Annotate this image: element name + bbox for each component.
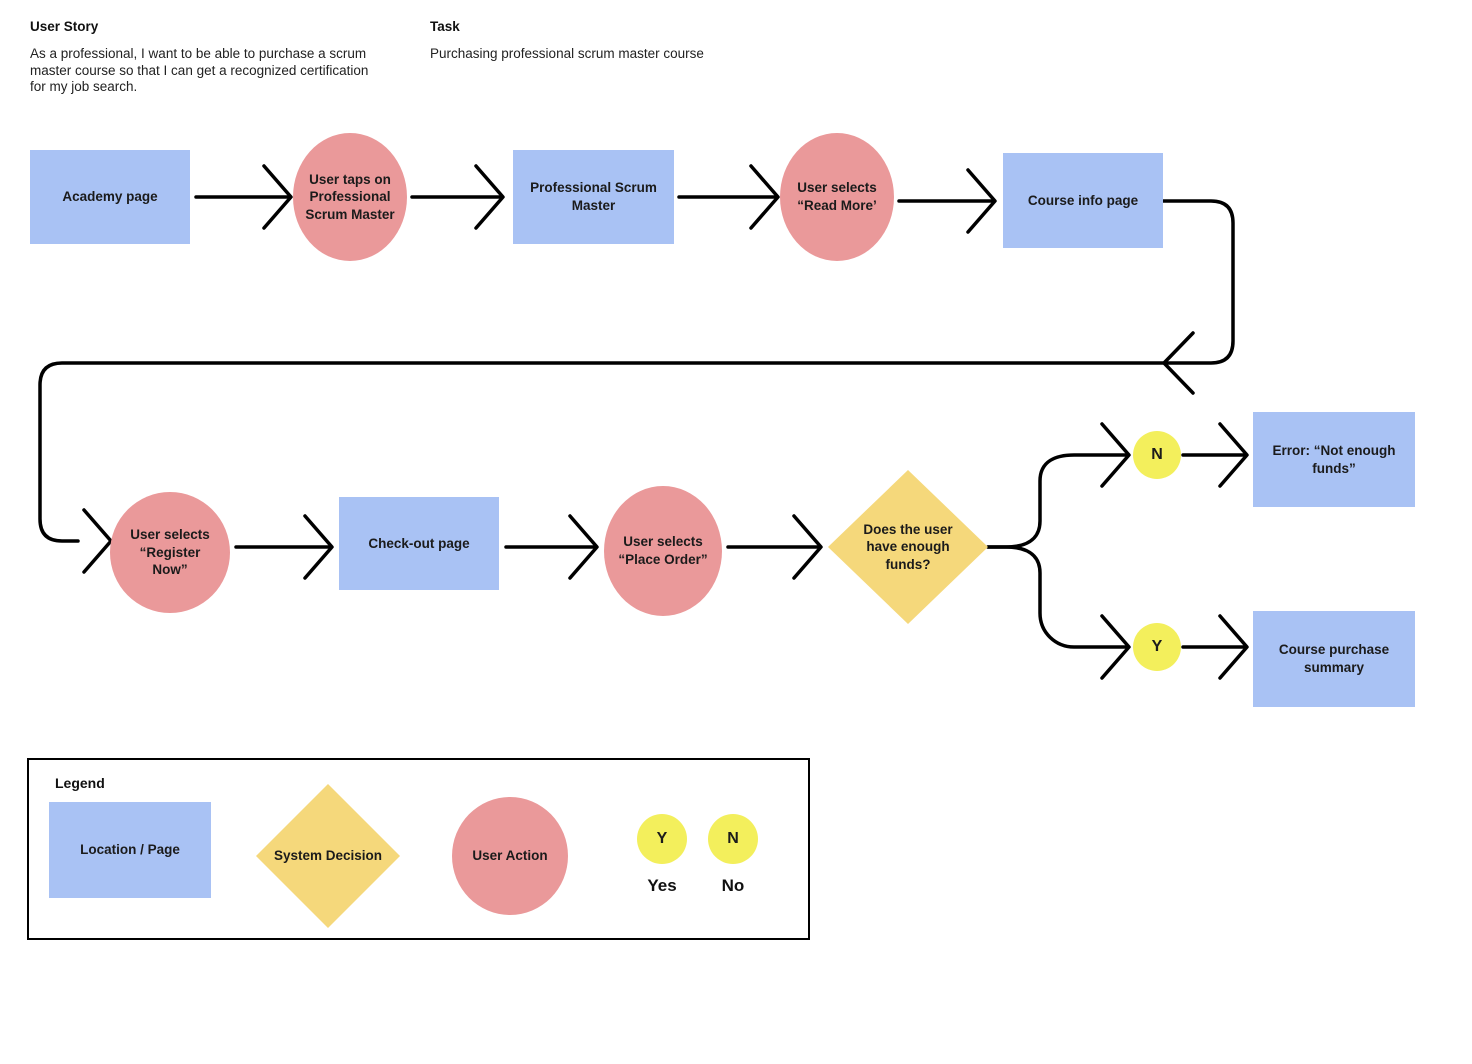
node-label: Course purchase summary xyxy=(1278,642,1390,675)
node-user-selects-place-order[interactable]: User selects “Place Order” xyxy=(604,486,722,616)
legend-location-page[interactable]: Location / Page xyxy=(49,802,211,898)
arrow-readmore-to-courseinfo xyxy=(897,168,997,234)
node-label: User taps on Professional Scrum Master xyxy=(305,171,395,222)
legend-yes-label: Yes xyxy=(647,876,677,895)
legend-shape-label: System Decision xyxy=(273,848,383,864)
arrow-checkout-to-placeorder xyxy=(504,514,599,580)
arrow-tap-to-psm xyxy=(410,164,505,230)
legend-user-action[interactable]: User Action xyxy=(452,797,568,915)
branch-decision-to-yes xyxy=(986,545,1131,680)
node-label: N xyxy=(1151,445,1163,463)
legend-n-marker[interactable]: N xyxy=(708,814,758,864)
arrow-register-to-checkout xyxy=(234,514,334,580)
arrow-no-to-error xyxy=(1181,422,1249,488)
node-label: Academy page xyxy=(62,189,158,205)
legend-title: Legend xyxy=(55,775,105,791)
node-label: Course info page xyxy=(1027,192,1139,208)
legend-y-marker[interactable]: Y xyxy=(637,814,687,864)
node-label: Does the user have enough funds? xyxy=(863,521,953,572)
node-user-taps-psm[interactable]: User taps on Professional Scrum Master xyxy=(293,133,407,261)
node-checkout-page[interactable]: Check-out page xyxy=(339,497,499,590)
node-user-selects-read-more[interactable]: User selects “Read More’ xyxy=(780,133,894,261)
legend-no-label: No xyxy=(721,876,745,895)
node-branch-yes[interactable]: Y xyxy=(1133,623,1181,671)
node-academy-page[interactable]: Academy page xyxy=(30,150,190,244)
legend-shape-label: Y xyxy=(656,829,668,847)
branch-decision-to-no xyxy=(986,422,1131,549)
node-label: Check-out page xyxy=(368,535,470,551)
task-text: Purchasing professional scrum master cou… xyxy=(430,46,704,61)
arrow-placeorder-to-decision xyxy=(726,514,823,580)
legend-shape-label: User Action xyxy=(472,848,548,864)
node-course-purchase-summary[interactable]: Course purchase summary xyxy=(1253,611,1415,707)
user-story-title: User Story xyxy=(30,19,99,34)
arrow-yes-to-summary xyxy=(1181,614,1249,680)
user-story-text: As a professional, I want to be able to … xyxy=(30,46,369,95)
node-label: User selects “Register Now” xyxy=(130,527,210,578)
node-professional-scrum-master[interactable]: Professional Scrum Master xyxy=(513,150,674,244)
node-label: User selects “Read More’ xyxy=(797,180,877,213)
node-label: Error: “Not enough funds” xyxy=(1272,442,1396,476)
node-branch-no[interactable]: N xyxy=(1133,431,1181,479)
node-label: Professional Scrum Master xyxy=(530,180,657,213)
arrow-psm-to-readmore xyxy=(677,164,780,230)
legend-shape-label: N xyxy=(727,829,739,847)
arrow-academy-to-tap xyxy=(194,164,293,230)
task-title: Task xyxy=(430,19,460,34)
node-error-not-enough-funds[interactable]: Error: “Not enough funds” xyxy=(1253,412,1415,507)
legend-shape-label: Location / Page xyxy=(80,842,180,858)
node-user-selects-register-now[interactable]: User selects “Register Now” xyxy=(110,492,230,613)
node-label: Y xyxy=(1151,637,1163,655)
node-course-info-page[interactable]: Course info page xyxy=(1003,153,1163,248)
node-label: User selects “Place Order” xyxy=(618,534,708,567)
